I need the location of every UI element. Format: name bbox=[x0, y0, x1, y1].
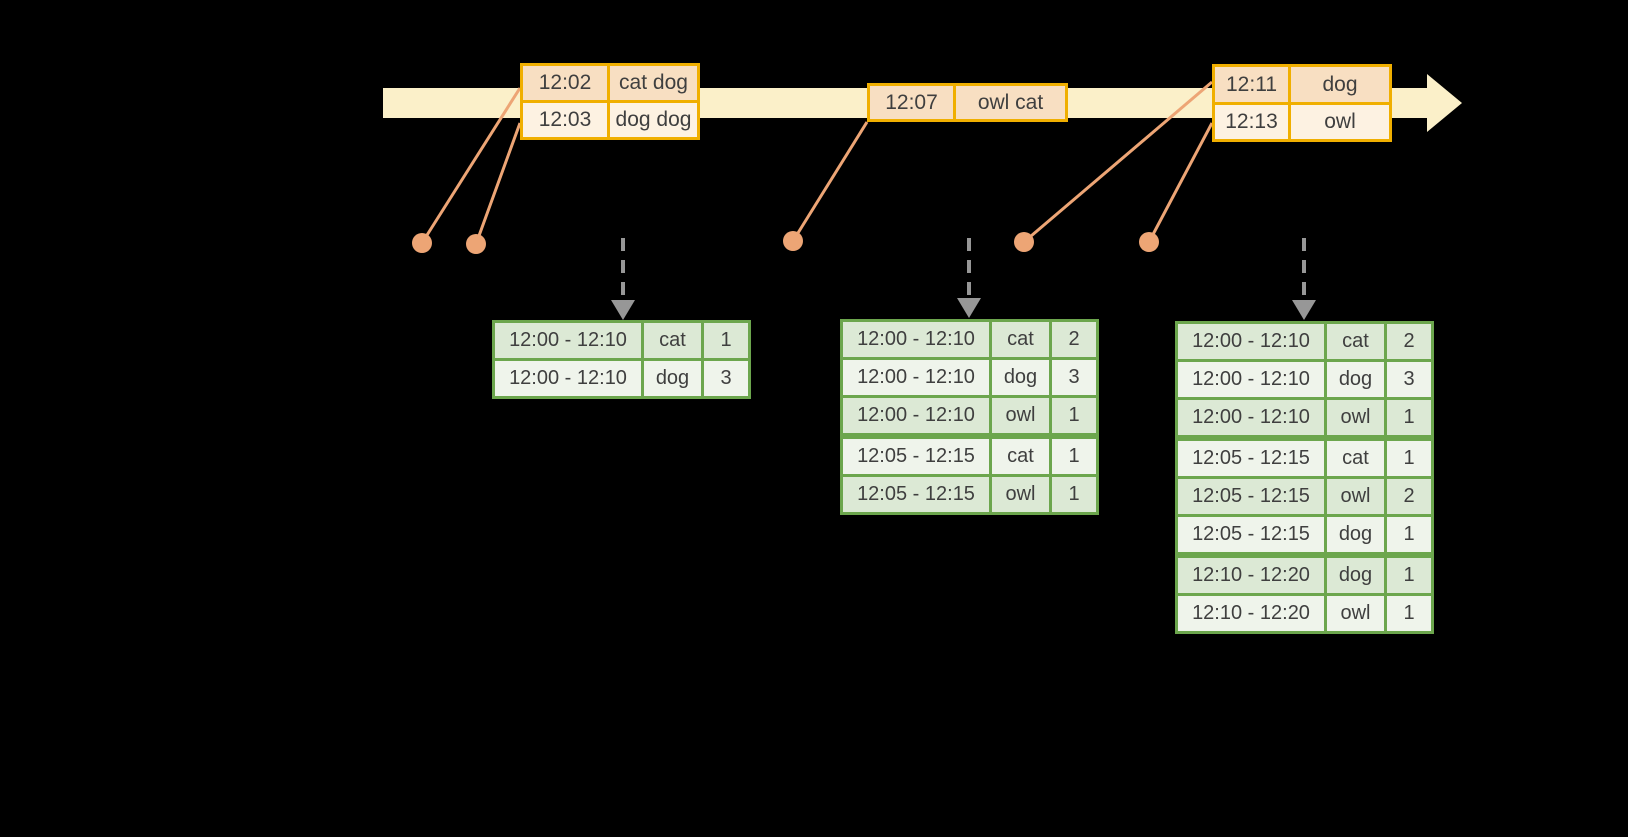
result-table-1: 12:00 - 12:10 cat 1 12:00 - 12:10 dog 3 bbox=[492, 320, 751, 399]
window-cell: 12:10 - 12:20 bbox=[1178, 596, 1324, 631]
event-time-cell: 12:13 bbox=[1215, 105, 1288, 139]
count-cell: 1 bbox=[1387, 441, 1431, 476]
event-marker-dot bbox=[783, 231, 803, 251]
window-cell: 12:05 - 12:15 bbox=[843, 477, 989, 512]
down-arrowhead-icon bbox=[1292, 300, 1316, 320]
count-cell: 1 bbox=[1387, 558, 1431, 593]
window-cell: 12:00 - 12:10 bbox=[1178, 362, 1324, 397]
event-table-2: 12:07 owl cat bbox=[867, 83, 1068, 122]
event-marker-dot bbox=[1139, 232, 1159, 252]
window-cell: 12:00 - 12:10 bbox=[495, 361, 641, 396]
count-cell: 2 bbox=[1052, 322, 1096, 357]
event-connector-line bbox=[1147, 122, 1214, 243]
event-marker-dot bbox=[412, 233, 432, 253]
result-table-3: 12:00 - 12:10 cat 2 12:00 - 12:10 dog 3 … bbox=[1175, 321, 1434, 634]
count-cell: 2 bbox=[1387, 479, 1431, 514]
count-cell: 3 bbox=[1052, 360, 1096, 395]
word-cell: cat bbox=[1327, 324, 1384, 359]
window-cell: 12:05 - 12:15 bbox=[1178, 517, 1324, 552]
result-row: 12:00 - 12:10 dog 3 bbox=[1178, 362, 1431, 397]
result-table-2: 12:00 - 12:10 cat 2 12:00 - 12:10 dog 3 … bbox=[840, 319, 1099, 515]
event-time-cell: 12:02 bbox=[523, 66, 607, 100]
result-row: 12:00 - 12:10 cat 1 bbox=[495, 323, 748, 358]
event-table-1: 12:02 cat dog 12:03 dog dog bbox=[520, 63, 700, 140]
event-words-cell: dog bbox=[1291, 67, 1389, 102]
count-cell: 1 bbox=[1052, 477, 1096, 512]
window-cell: 12:05 - 12:15 bbox=[1178, 441, 1324, 476]
word-cell: dog bbox=[1327, 517, 1384, 552]
window-cell: 12:05 - 12:15 bbox=[843, 439, 989, 474]
word-cell: cat bbox=[1327, 441, 1384, 476]
event-words-cell: owl cat bbox=[956, 86, 1065, 119]
result-row: 12:00 - 12:10 owl 1 bbox=[1178, 400, 1431, 435]
word-cell: cat bbox=[644, 323, 701, 358]
count-cell: 1 bbox=[1052, 439, 1096, 474]
event-connector-line bbox=[474, 122, 522, 245]
event-time-cell: 12:03 bbox=[523, 103, 607, 137]
result-row: 12:00 - 12:10 cat 2 bbox=[843, 322, 1096, 357]
result-row: 12:00 - 12:10 cat 2 bbox=[1178, 324, 1431, 359]
event-connector-line bbox=[1023, 80, 1213, 244]
window-cell: 12:00 - 12:10 bbox=[495, 323, 641, 358]
result-row: 12:00 - 12:10 dog 3 bbox=[843, 360, 1096, 395]
result-row: 12:00 - 12:10 dog 3 bbox=[495, 361, 748, 396]
word-cell: dog bbox=[644, 361, 701, 396]
word-cell: dog bbox=[992, 360, 1049, 395]
event-connector-line bbox=[420, 87, 522, 244]
down-arrowhead-icon bbox=[957, 298, 981, 318]
result-row: 12:05 - 12:15 cat 1 bbox=[843, 439, 1096, 474]
result-row: 12:10 - 12:20 dog 1 bbox=[1178, 558, 1431, 593]
word-cell: owl bbox=[1327, 596, 1384, 631]
word-cell: cat bbox=[992, 322, 1049, 357]
result-row: 12:05 - 12:15 cat 1 bbox=[1178, 441, 1431, 476]
event-words-cell: cat dog bbox=[610, 66, 697, 100]
word-cell: owl bbox=[992, 477, 1049, 512]
window-cell: 12:00 - 12:10 bbox=[1178, 324, 1324, 359]
count-cell: 2 bbox=[1387, 324, 1431, 359]
window-cell: 12:10 - 12:20 bbox=[1178, 558, 1324, 593]
timeline-arrowhead-icon bbox=[1427, 74, 1462, 132]
word-cell: owl bbox=[992, 398, 1049, 433]
event-connector-line bbox=[791, 121, 869, 242]
event-words-cell: dog dog bbox=[610, 103, 697, 137]
event-marker-dot bbox=[466, 234, 486, 254]
result-row: 12:05 - 12:15 dog 1 bbox=[1178, 517, 1431, 552]
count-cell: 3 bbox=[704, 361, 748, 396]
event-time-cell: 12:07 bbox=[870, 86, 953, 119]
window-cell: 12:05 - 12:15 bbox=[1178, 479, 1324, 514]
result-row: 12:05 - 12:15 owl 2 bbox=[1178, 479, 1431, 514]
word-cell: dog bbox=[1327, 362, 1384, 397]
result-row: 12:10 - 12:20 owl 1 bbox=[1178, 596, 1431, 631]
count-cell: 1 bbox=[1052, 398, 1096, 433]
event-words-cell: owl bbox=[1291, 105, 1389, 139]
count-cell: 1 bbox=[1387, 517, 1431, 552]
result-row: 12:00 - 12:10 owl 1 bbox=[843, 398, 1096, 433]
window-cell: 12:00 - 12:10 bbox=[843, 398, 989, 433]
word-cell: owl bbox=[1327, 479, 1384, 514]
word-cell: owl bbox=[1327, 400, 1384, 435]
event-time-cell: 12:11 bbox=[1215, 67, 1288, 102]
window-cell: 12:00 - 12:10 bbox=[843, 322, 989, 357]
event-table-3: 12:11 dog 12:13 owl bbox=[1212, 64, 1392, 142]
count-cell: 1 bbox=[1387, 596, 1431, 631]
count-cell: 1 bbox=[704, 323, 748, 358]
down-arrowhead-icon bbox=[611, 300, 635, 320]
count-cell: 3 bbox=[1387, 362, 1431, 397]
result-row: 12:05 - 12:15 owl 1 bbox=[843, 477, 1096, 512]
event-marker-dot bbox=[1014, 232, 1034, 252]
word-cell: cat bbox=[992, 439, 1049, 474]
window-cell: 12:00 - 12:10 bbox=[1178, 400, 1324, 435]
window-cell: 12:00 - 12:10 bbox=[843, 360, 989, 395]
count-cell: 1 bbox=[1387, 400, 1431, 435]
word-cell: dog bbox=[1327, 558, 1384, 593]
